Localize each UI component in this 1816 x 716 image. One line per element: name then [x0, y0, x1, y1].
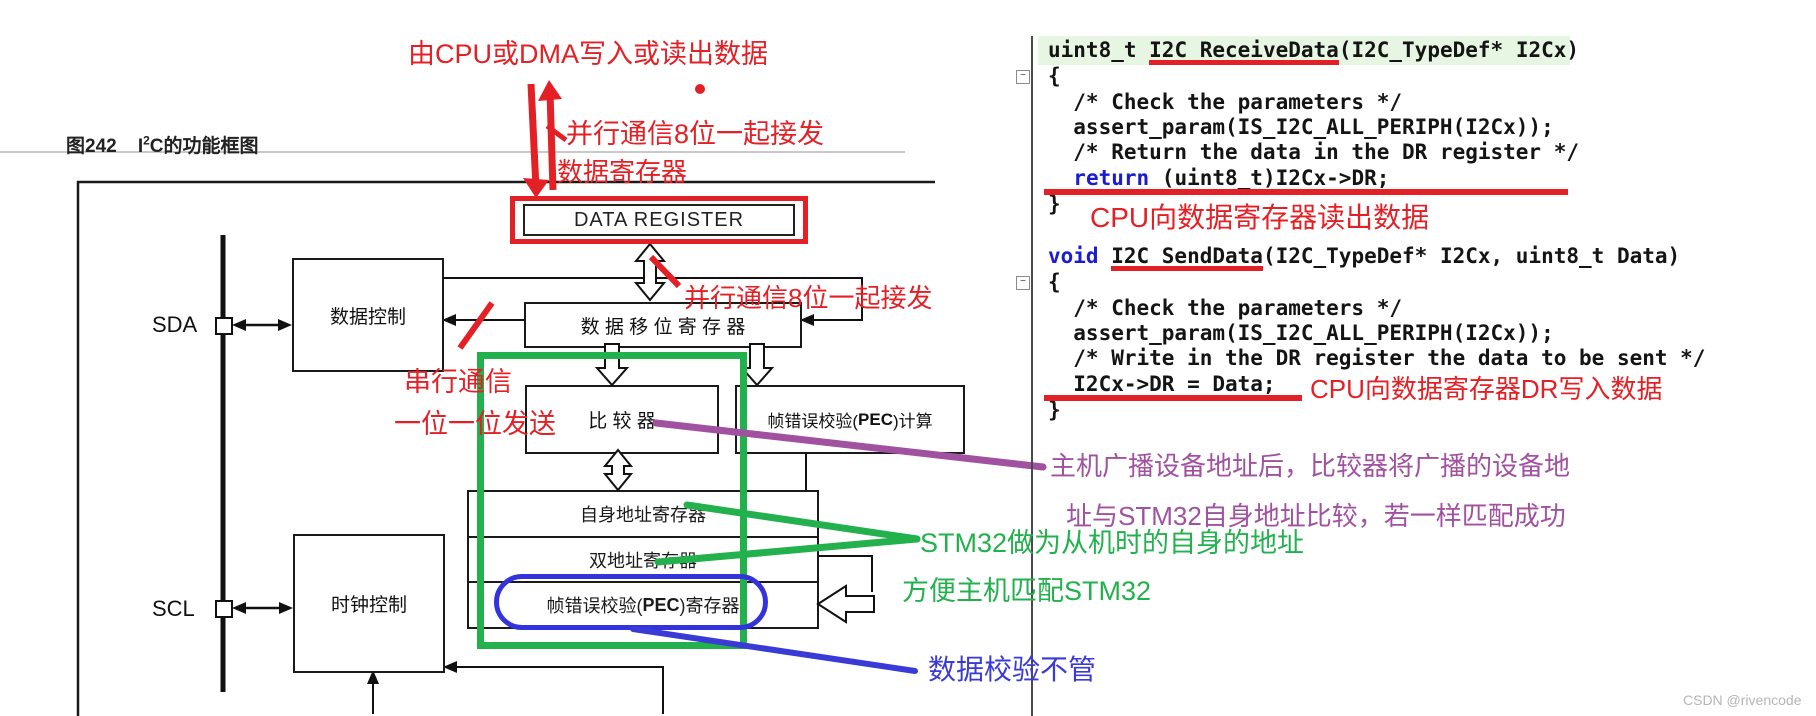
code-fn1-comment1: /* Check the parameters */ — [1048, 90, 1403, 114]
annotation-write-note: CPU向数据寄存器DR写入数据 — [1310, 374, 1663, 404]
code-fn2-signature: void I2C_SendData(I2C_TypeDef* I2Cx, uin… — [1048, 244, 1681, 268]
scl-pin-label: SCL — [152, 596, 195, 621]
red-slash-serial — [457, 301, 495, 350]
annotation-serial-1: 串行通信 — [404, 367, 512, 397]
page-divider-line — [0, 151, 905, 153]
code-fn1-assert: assert_param(IS_I2C_ALL_PERIPH(I2Cx)); — [1048, 115, 1554, 139]
underline-fn1-name — [1149, 60, 1339, 65]
data-register-highlight-box: DATA REGISTER — [510, 196, 808, 244]
sda-pin-terminal — [215, 317, 233, 335]
code-fn2-assert: assert_param(IS_I2C_ALL_PERIPH(I2Cx)); — [1048, 321, 1554, 345]
code-fn2-comment2: /* Write in the DR register the data to … — [1048, 346, 1706, 370]
code-fn2-comment1: /* Check the parameters */ — [1048, 296, 1403, 320]
code-fn2-write: I2Cx->DR = Data; — [1048, 372, 1276, 396]
data-control-block: 数据控制 — [292, 258, 444, 372]
pec-calc-block: 帧错误校验(PEC)计算 — [735, 385, 965, 454]
underline-write-line — [1044, 395, 1302, 401]
left-hollow-arrow-to-pec-register — [816, 584, 875, 624]
red-tick-parallel2 — [648, 254, 682, 289]
code-fn1-close-brace: } — [1048, 192, 1061, 216]
annotation-blue: 数据校验不管 — [928, 654, 1097, 685]
watermark: CSDN @rivencode — [1683, 692, 1802, 708]
red-up-arrow — [546, 91, 557, 191]
void-keyword: void — [1048, 244, 1112, 268]
annotation-green-1: STM32做为从机时的自身的地址 — [920, 528, 1305, 558]
red-down-arrow — [527, 83, 540, 189]
underline-fn2-name — [1111, 266, 1263, 271]
code-fn1-signature: uint8_t I2C_ReceiveData(I2C_TypeDef* I2C… — [1048, 38, 1580, 62]
annotation-parallel-1: 并行通信8位一起接发 — [566, 119, 825, 149]
annotation-purple-1: 主机广播设备地址后，比较器将广播的设备地 — [1050, 451, 1571, 481]
figure-number: 图242 — [66, 136, 117, 157]
code-fn1-comment2: /* Return the data in the DR register */ — [1048, 140, 1580, 164]
sda-pin-label: SDA — [152, 312, 198, 337]
annotation-parallel-2: 并行通信8位一起接发 — [684, 283, 933, 313]
red-tick-parallel1 — [545, 123, 568, 143]
return-keyword: return — [1073, 166, 1150, 190]
blue-annotation-oval — [494, 574, 768, 630]
underline-return-line — [1044, 189, 1568, 195]
code-fn2-open-brace: { — [1048, 270, 1061, 294]
annotation-read-note: CPU向数据寄存器读出数据 — [1090, 202, 1430, 233]
code-fn1-open-brace: { — [1048, 64, 1061, 88]
figure-name: I2C的功能框图 — [137, 133, 259, 157]
annotation-purple-2: 址与STM32自身地址比较，若一样匹配成功 — [1066, 501, 1566, 531]
editor-border-line — [1031, 36, 1033, 716]
annotation-cpu-dma: 由CPU或DMA写入或读出数据 — [408, 39, 769, 69]
annotation-green-2: 方便主机匹配STM32 — [902, 576, 1152, 606]
code-fn2-close-brace: } — [1048, 398, 1061, 422]
annotation-data-register: 数据寄存器 — [557, 157, 688, 187]
fold-marker-icon[interactable]: − — [1016, 276, 1030, 290]
clock-control-block: 时钟控制 — [293, 534, 445, 673]
code-fn1-return: return (uint8_t)I2Cx->DR; — [1073, 166, 1390, 190]
annotation-serial-2: 一位一位发送 — [394, 409, 556, 439]
fn2-name: I2C_SendData — [1111, 244, 1263, 268]
fold-marker-icon[interactable]: − — [1016, 70, 1030, 84]
up-down-hollow-arrow-dr-shift — [633, 242, 667, 302]
fn1-name: I2C_ReceiveData — [1149, 38, 1339, 62]
red-dot — [695, 84, 705, 94]
data-register-block: DATA REGISTER — [523, 204, 795, 236]
scl-pin-terminal — [215, 600, 233, 618]
figure-title: 图242 I2C的功能框图 — [66, 131, 259, 158]
